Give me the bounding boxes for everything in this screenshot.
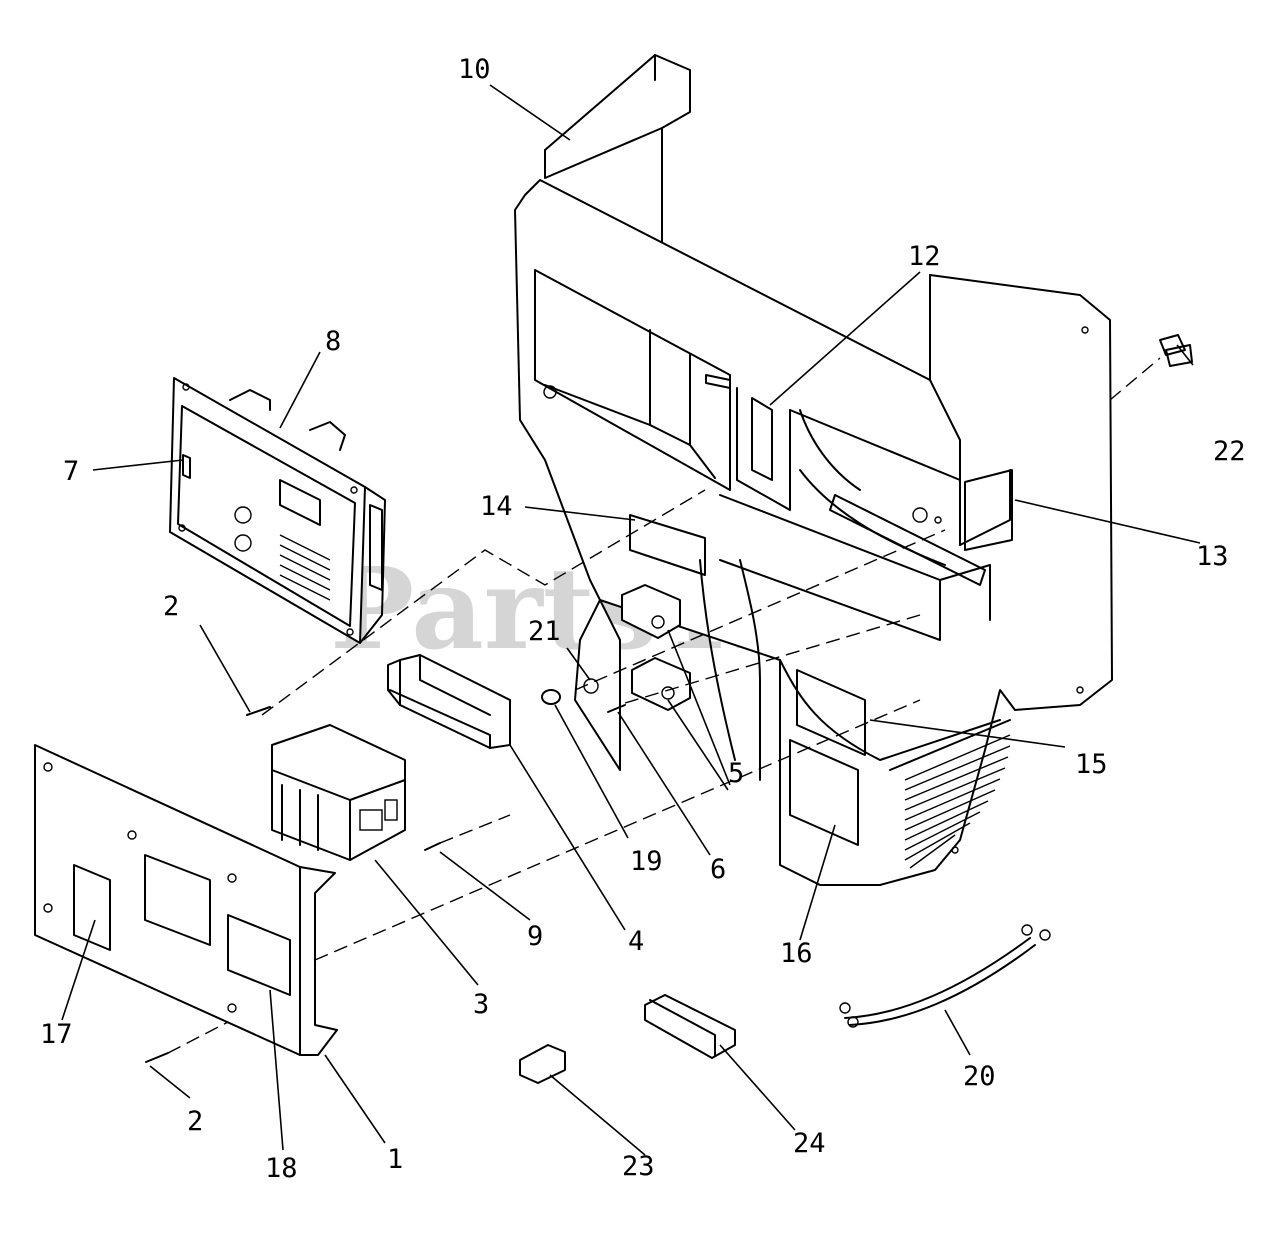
callout-21: 21 [528,616,561,647]
front-panel [34,744,338,1056]
callout-labels: 10 12 13 14 15 16 22 7 8 2 21 5 19 6 4 9… [40,54,1246,1184]
callout-3: 3 [473,989,489,1020]
main-housing [514,54,1113,886]
callout-6: 6 [710,854,726,885]
callout-1: 1 [387,1144,403,1175]
callout-9: 9 [527,921,543,952]
callout-22: 22 [1213,436,1246,467]
circuit-breaker [271,724,406,861]
callout-16: 16 [780,938,813,969]
hardware [145,334,1193,1063]
callout-17: 17 [40,1019,73,1050]
callout-18: 18 [265,1153,298,1184]
callout-4: 4 [628,926,644,957]
callout-23: 23 [622,1151,655,1182]
callout-2-bottom: 2 [187,1106,203,1137]
label-16-rect [789,739,859,846]
callout-14: 14 [480,491,513,522]
label-18-rect [227,914,291,996]
callout-24: 24 [793,1128,826,1159]
callout-5: 5 [728,758,744,789]
panel-window [144,854,211,946]
leader-lines [61,84,1201,1156]
callout-8: 8 [325,326,341,357]
callout-12: 12 [908,241,941,272]
callout-2-top: 2 [163,591,179,622]
callout-15: 15 [1075,749,1108,780]
callout-10: 10 [458,54,491,85]
label-14-rect [629,514,706,576]
connectors [519,994,736,1084]
callout-7: 7 [63,456,79,487]
callout-20: 20 [963,1061,996,1092]
grille [904,734,1011,869]
bracket-4 [387,654,511,749]
callout-19: 19 [630,846,663,877]
label-17-rect [73,864,111,951]
harness-20 [839,924,1051,1028]
control-panel [169,377,386,644]
label-15-rect [796,669,866,756]
callout-13: 13 [1196,541,1229,572]
assembly-lines [167,357,1161,1054]
label-13-rect [964,469,1013,551]
